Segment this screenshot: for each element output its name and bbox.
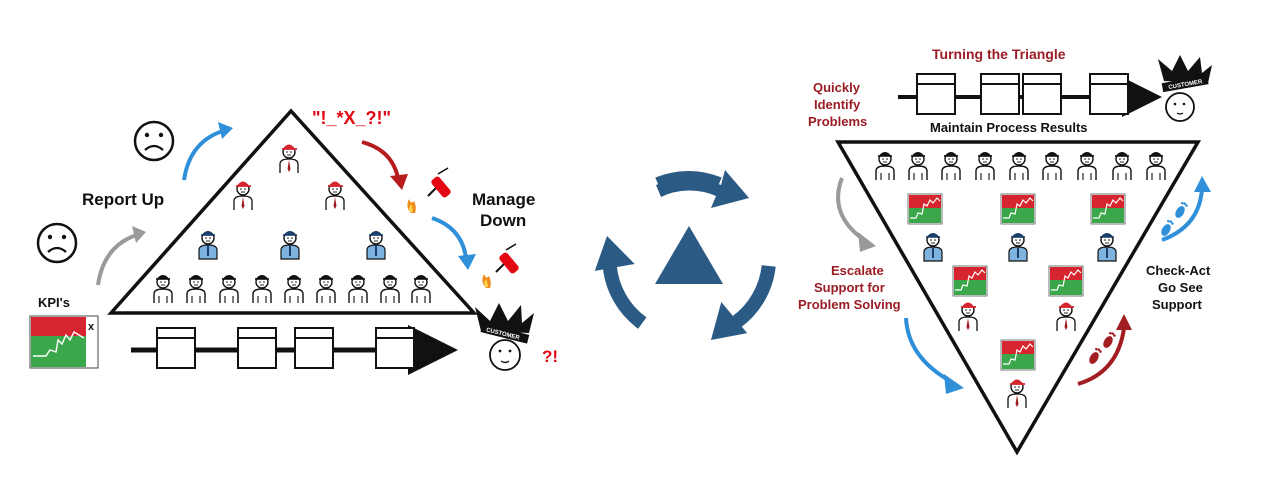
customer-icon: CUSTOMER bbox=[475, 303, 534, 371]
support-for-label: Support for bbox=[814, 280, 885, 295]
process-box bbox=[1022, 73, 1062, 115]
quickly-identify-arrow bbox=[836, 177, 866, 242]
go-see-label: Go See bbox=[1158, 280, 1203, 295]
customer-reaction: ?! bbox=[542, 347, 558, 366]
maintain-label: Maintain Process Results bbox=[930, 120, 1088, 135]
support-arrow-red bbox=[1077, 327, 1126, 386]
org-pyramid bbox=[107, 108, 478, 315]
footprints-icon bbox=[1159, 200, 1189, 238]
right-panel: Turning the Triangle CUSTOMER Quickly Id… bbox=[798, 46, 1212, 456]
turning-title: Turning the Triangle bbox=[932, 46, 1066, 62]
sad-face-icon bbox=[36, 222, 78, 264]
support-arrow-blue bbox=[1161, 187, 1204, 242]
kpi-chart bbox=[1090, 193, 1126, 225]
fire-extinguisher-icon bbox=[495, 243, 521, 276]
process-box bbox=[237, 327, 277, 369]
left-panel: KPI's x Report Up "!_*X_?!" Manage bbox=[29, 108, 558, 375]
kpi-chart bbox=[1000, 193, 1036, 225]
down-label: Down bbox=[480, 211, 526, 230]
fire-extinguisher-icon bbox=[427, 167, 453, 200]
process-box bbox=[375, 327, 415, 369]
problems-label: Problems bbox=[808, 114, 867, 129]
kpi-chart bbox=[1000, 339, 1036, 371]
process-box bbox=[980, 73, 1020, 115]
kpi-chart bbox=[952, 265, 988, 297]
process-box bbox=[1089, 73, 1129, 115]
report-up-label: Report Up bbox=[82, 190, 164, 209]
escalate-arrow bbox=[904, 317, 953, 384]
flame-icon bbox=[482, 274, 491, 288]
kpi-chart bbox=[1048, 265, 1084, 297]
problem-solving-label: Problem Solving bbox=[798, 297, 901, 312]
support-label: Support bbox=[1152, 297, 1202, 312]
exclamation-text: "!_*X_?!" bbox=[312, 108, 391, 128]
manage-down-arrow-red bbox=[361, 140, 400, 179]
process-box bbox=[156, 327, 196, 369]
escalate-label: Escalate bbox=[831, 263, 884, 278]
manage-down-arrow-blue bbox=[431, 216, 468, 259]
kpi-chart bbox=[907, 193, 943, 225]
sad-face-icon bbox=[133, 120, 175, 162]
report-up-arrow-gray bbox=[96, 232, 141, 286]
manage-label: Manage bbox=[472, 190, 535, 209]
kpi-mark: x bbox=[88, 321, 95, 333]
process-box bbox=[916, 73, 956, 115]
quickly-label: Quickly bbox=[813, 80, 861, 95]
process-box bbox=[294, 327, 334, 369]
report-up-arrow-blue bbox=[182, 128, 227, 181]
customer-badge-label: CUSTOMER bbox=[1168, 79, 1203, 91]
customer-icon: CUSTOMER bbox=[1158, 55, 1212, 122]
kpi-label: KPI's bbox=[38, 295, 70, 310]
flame-icon bbox=[407, 199, 416, 213]
check-act-label: Check-Act bbox=[1146, 263, 1211, 278]
identify-label: Identify bbox=[814, 97, 861, 112]
kpi-chart bbox=[29, 315, 99, 369]
continuous-improvement-cycle-icon bbox=[594, 170, 776, 340]
